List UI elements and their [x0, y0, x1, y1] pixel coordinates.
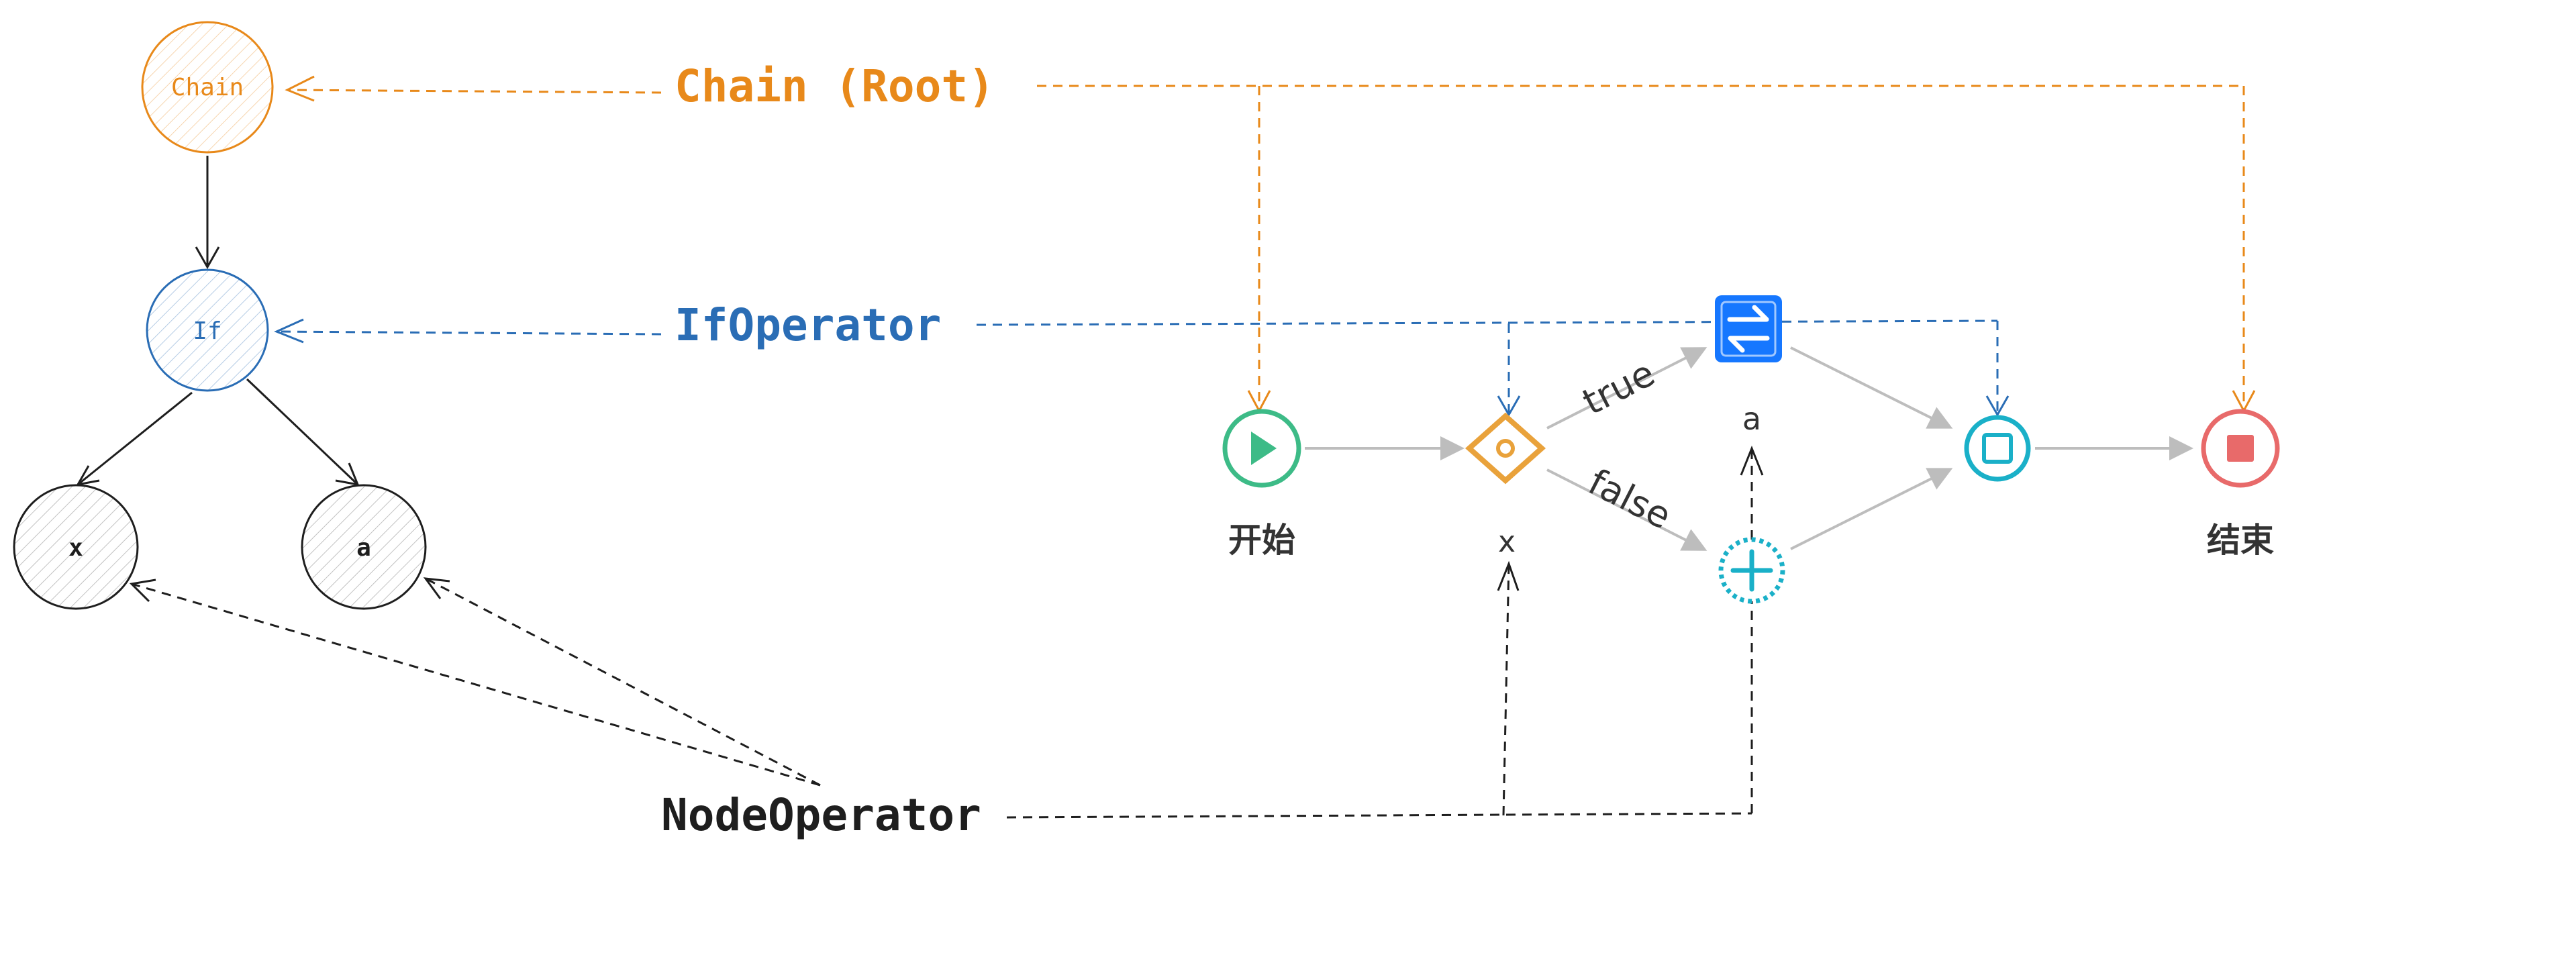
if-operator-arrowheads	[274, 318, 2010, 417]
if-operator-connectors	[276, 319, 1999, 415]
if-operator-merge-arrowhead	[1985, 395, 2010, 417]
flow-gateway-false	[1546, 468, 1707, 551]
true-branch-label: true	[1576, 352, 1661, 423]
tree-node-x: x	[13, 484, 139, 610]
false-branch-label: false	[1582, 460, 1678, 537]
tree-node-x-label: x	[68, 534, 83, 562]
node-operator-x-var-arrowhead	[1497, 560, 1520, 591]
start-label: 开始	[1228, 521, 1295, 560]
edge-chain-to-if-arrowhead	[195, 246, 220, 270]
flow-task-to-merge	[1790, 346, 1953, 429]
edge-if-to-x	[77, 391, 193, 486]
node-operator-a-var-arrowhead	[1740, 445, 1764, 476]
stop-square-icon	[1982, 433, 2013, 464]
tree-node-if-label: If	[193, 317, 221, 345]
flow-merge-node[interactable]	[1964, 415, 2031, 482]
tree-node-if: If	[146, 268, 269, 392]
flow-gateway[interactable]	[1465, 412, 1546, 485]
end-label: 结束	[2207, 521, 2274, 560]
flow-task-node[interactable]	[1715, 295, 1782, 362]
tree-node-a-label: a	[356, 534, 371, 562]
swap-icon	[1727, 305, 1770, 353]
flow-start-event[interactable]	[1222, 409, 1301, 488]
task-inner-border	[1720, 301, 1777, 357]
tree-node-x-circle	[13, 484, 139, 610]
tree: Chain If x a	[13, 21, 427, 610]
chain-root-tree-arrowhead	[285, 75, 315, 102]
node-operator-to-x-line	[131, 583, 821, 787]
tree-node-a: a	[301, 484, 427, 610]
flow-parallel-node[interactable]	[1718, 537, 1785, 604]
node-operator-to-a-line	[425, 577, 821, 787]
gateway-marker-icon	[1496, 439, 1515, 458]
merge-node-circle	[1964, 415, 2031, 482]
chain-root-arrowheads	[285, 75, 2256, 413]
tree-node-a-circle	[301, 484, 427, 610]
callout-node-operator: NodeOperator	[661, 789, 981, 841]
play-icon	[1251, 432, 1277, 465]
stop-icon	[2227, 435, 2254, 462]
node-operator-x-arrowhead	[129, 579, 156, 603]
task-var-label: a	[1742, 401, 1761, 437]
if-operator-tree-arrowhead	[274, 318, 304, 344]
tree-node-chain-circle	[141, 21, 274, 154]
node-operator-bottom-line	[1006, 812, 1752, 819]
if-operator-to-tree-line	[276, 330, 662, 336]
node-operator-a-arrowhead	[423, 577, 450, 599]
callout-if-operator: IfOperator	[675, 299, 941, 351]
flow-gateway-true	[1546, 347, 1707, 430]
gateway-var-label: x	[1498, 525, 1516, 559]
tree-node-chain-label: Chain	[171, 74, 244, 101]
flow-edges	[1305, 346, 2193, 551]
tree-node-if-circle	[146, 268, 269, 392]
plus-icon	[1730, 549, 1773, 592]
node-operator-arrowheads	[129, 445, 1764, 603]
node-operator-connectors	[131, 448, 1753, 819]
chain-root-to-tree-line	[287, 89, 662, 94]
flow-end-event[interactable]	[2201, 409, 2280, 488]
edge-if-to-a	[246, 378, 359, 486]
if-operator-gateway-arrowhead	[1497, 395, 1521, 417]
task-box	[1715, 295, 1782, 362]
chain-root-connectors	[287, 85, 2245, 411]
callout-chain-root: Chain (Root)	[675, 60, 995, 112]
if-operator-top-line	[976, 319, 1998, 326]
node-operator-to-x-var-line	[1502, 563, 1510, 816]
tree-node-chain: Chain	[141, 21, 274, 154]
flow-parallel-to-merge	[1790, 468, 1953, 550]
